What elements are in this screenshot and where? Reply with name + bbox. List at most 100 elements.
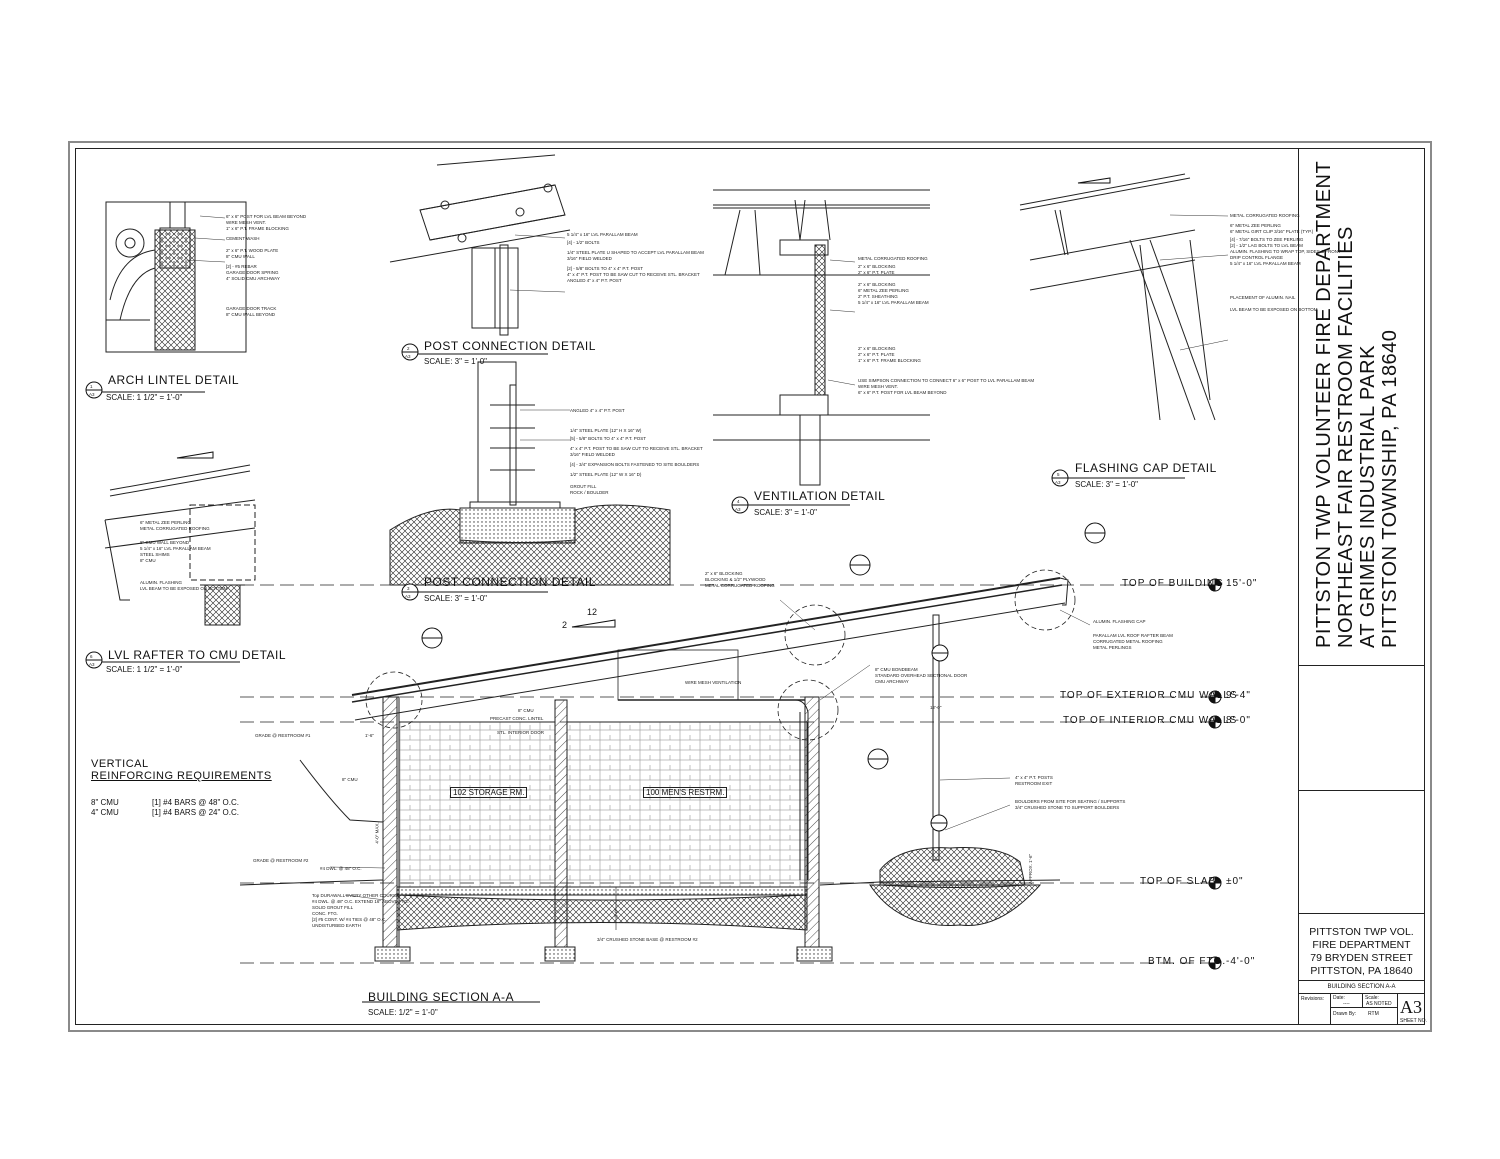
- title-divider-6: [1330, 1007, 1397, 1008]
- detail-bubble-1: [85, 381, 205, 399]
- reinforcing-row-1-spec: [1] #4 BARS @ 48" O.C.: [152, 798, 239, 807]
- detail-1-title: ARCH LINTEL DETAIL: [108, 373, 240, 387]
- section-bubble-4: [849, 554, 871, 576]
- post-connection-2-notes: 5 1/4" x 16" LVL PARALLAM BEAM[4] - 1/2"…: [567, 232, 704, 283]
- title-divider-5: [1298, 993, 1425, 994]
- detail-2-title: POST CONNECTION DETAIL: [424, 339, 596, 353]
- detail-bubble-4: [731, 496, 850, 514]
- section-right-note-overhang: 1'-6": [365, 733, 374, 738]
- section-left-note-cmu: 8" CMU: [342, 777, 358, 782]
- title-divider-1: [1298, 665, 1425, 666]
- drawing-frame: [75, 148, 1425, 1025]
- detail-4-scale: SCALE: 3" = 1'-0": [754, 508, 818, 517]
- section-bubble-6: [421, 627, 443, 649]
- detail-3-sheet: A3: [405, 594, 411, 599]
- detail-6-number: 6: [90, 654, 93, 659]
- detail-1-sheet: A3: [89, 392, 95, 397]
- detail-5-title: FLASHING CAP DETAIL: [1075, 461, 1217, 475]
- date-value: ----: [1343, 1001, 1350, 1007]
- section-right-note-dim: 12'-0": [930, 705, 942, 710]
- section-left-note-max: 4'-0" MAX.: [374, 822, 380, 844]
- detail-6-title: LVL RAFTER TO CMU DETAIL: [108, 648, 287, 662]
- detail-callouts: [85, 343, 1185, 1003]
- title-vline-2: [1362, 993, 1363, 1007]
- section-bubble-3: [930, 814, 948, 832]
- title-vline-1: [1330, 993, 1331, 1025]
- sheet-number: A3: [1400, 997, 1422, 1017]
- date-label: Date:: [1333, 995, 1345, 1001]
- slope-run: 12: [587, 607, 598, 617]
- address-line-2: FIRE DEPARTMENT: [1312, 939, 1411, 951]
- section-left-notes: GRADE @ RESTROOM #1: [255, 733, 311, 738]
- detail-bubble-5: [1051, 469, 1185, 487]
- scale-label: Scale:: [1365, 995, 1379, 1001]
- detail-5-scale: SCALE: 3" = 1'-0": [1075, 480, 1139, 489]
- detail-3-number: 3: [407, 586, 410, 591]
- room-102-label: 102 STORAGE RM.: [450, 787, 528, 798]
- detail-4-sheet: A3: [735, 507, 741, 512]
- section-mid-note-stone: 3/4" CRUSHED STONE BASE @ RESTROOM #2: [597, 937, 698, 942]
- sheet-name: BUILDING SECTION A-A: [1327, 984, 1396, 990]
- slope-indicator: [176, 177, 1111, 628]
- ventilation-detail-drawing: [713, 189, 930, 486]
- level-top-ext-cmu: TOP OF EXTERIOR CMU WALLS: [1060, 690, 1238, 701]
- revisions-label: Revisions:: [1301, 996, 1325, 1002]
- section-mid-note-lintel: PRECAST CONC. LINTEL: [490, 716, 544, 721]
- level-btm-of-ftg-value: -4'-0": [1226, 956, 1256, 967]
- title-divider-2: [1298, 790, 1425, 791]
- detail-5-number: 5: [1057, 472, 1060, 477]
- level-top-of-building: TOP OF BUILDING: [1122, 578, 1224, 589]
- detail-enclosures: [365, 569, 1076, 741]
- detail-4-number: 4: [737, 499, 740, 504]
- room-100-label: 100 MEN'S RESTRM.: [643, 787, 728, 798]
- detail-4-title: VENTILATION DETAIL: [754, 489, 886, 503]
- section-mid-note-cmu: 8" CMU: [518, 708, 534, 713]
- detail-1-number: 1: [90, 384, 93, 389]
- drawn-by-value: RTM: [1368, 1011, 1379, 1017]
- section-mid-note-dim: 3'-0": [613, 908, 619, 918]
- detail-2-sheet: A3: [405, 354, 411, 359]
- note-leaders: [184, 214, 1229, 901]
- detail-bubble-3: [401, 583, 548, 601]
- address-line-1: PITTSTON TWP VOL.: [1309, 926, 1414, 938]
- section-right-boulder-notes: BOULDERS FROM SITE FOR SEATING / SUPPORT…: [1015, 799, 1126, 810]
- lvl-rafter-detail-drawing: [104, 464, 256, 626]
- detail-6-scale: SCALE: 1 1/2" = 1'-0": [106, 665, 183, 674]
- address-line-3: 79 BRYDEN STREET: [1310, 952, 1413, 964]
- arch-lintel-detail-drawing: [105, 201, 247, 353]
- drawing-sheet-border: [68, 141, 1432, 1032]
- detail-6-sheet: A3: [89, 662, 95, 667]
- level-top-of-slab: TOP OF SLAB: [1140, 876, 1217, 887]
- building-section-drawing: [239, 577, 1210, 964]
- level-top-of-building-value: 15'-0": [1226, 578, 1258, 589]
- detail-bubble-6: [85, 651, 240, 669]
- level-top-of-slab-value: ±0": [1226, 876, 1244, 887]
- section-scale: SCALE: 1/2" = 1'-0": [368, 1008, 438, 1017]
- section-mid-note-vent: WIRE MESH VENTILATION: [685, 680, 742, 685]
- detail-3-scale: SCALE: 3" = 1'-0": [424, 594, 488, 603]
- title-divider-3: [1298, 913, 1425, 914]
- level-markers: [1208, 578, 1222, 970]
- reinforcing-row-2-spec: [1] #4 BARS @ 24" O.C.: [152, 808, 239, 817]
- section-bubble-5: [1084, 522, 1106, 544]
- detail-2-number: 2: [407, 346, 410, 351]
- title-vline-3: [1397, 993, 1398, 1025]
- detail-2-scale: SCALE: 3" = 1'-0": [424, 357, 488, 366]
- section-right-note-approx: APPROX. 1'-6": [1028, 853, 1034, 885]
- reinforcing-row-1-type: 8" CMU: [91, 798, 119, 807]
- level-top-int-cmu: TOP OF INTERIOR CMU WALLS: [1063, 715, 1238, 726]
- project-title-line-3: AT GRIMES INDUSTRIAL PARK: [1357, 345, 1379, 648]
- section-bubble-1: [867, 748, 889, 770]
- scale-value: AS NOTED: [1366, 1001, 1392, 1007]
- level-btm-of-ftg: BTM. OF FTG.: [1148, 956, 1227, 967]
- section-title: BUILDING SECTION A-A: [368, 990, 515, 1004]
- slope-rise: 2: [562, 620, 568, 630]
